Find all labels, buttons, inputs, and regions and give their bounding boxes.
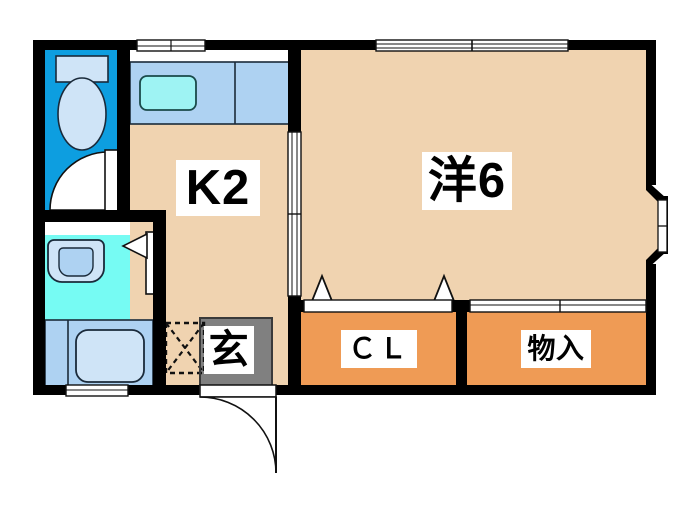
wall-wet-right-upper bbox=[117, 40, 130, 222]
toilet-bowl bbox=[57, 77, 107, 151]
bath-door-swing bbox=[121, 232, 148, 260]
wall-between-toilet-bath bbox=[33, 210, 166, 222]
entrance-door-swing bbox=[199, 396, 277, 474]
toilet-door-swing bbox=[49, 151, 109, 211]
closet-sliding-doors[interactable] bbox=[303, 299, 453, 313]
wall-kitchen-western-lower bbox=[288, 296, 301, 395]
kitchen-sink bbox=[139, 75, 197, 111]
wall-wet-right-lower bbox=[153, 222, 166, 395]
wash-basin-inner bbox=[58, 247, 94, 277]
wall-right-lower bbox=[646, 264, 656, 395]
room-label-closet: ＣＬ bbox=[341, 330, 417, 368]
wall-kitchen-western-upper bbox=[288, 40, 301, 132]
shoe-box-x2 bbox=[165, 322, 205, 374]
entrance-door-threshold bbox=[199, 384, 277, 398]
toilet-door-leaf bbox=[104, 149, 120, 213]
wall-between-closets bbox=[456, 300, 467, 395]
room-label-kitchen: K2 bbox=[176, 160, 260, 216]
room-label-storage: 物入 bbox=[521, 330, 591, 368]
storage-sliding-doors[interactable] bbox=[469, 299, 647, 313]
bathtub bbox=[75, 329, 145, 383]
wall-right-upper bbox=[646, 40, 656, 185]
room-label-western: 洋6 bbox=[422, 152, 512, 210]
room-label-genkan: 玄 bbox=[204, 326, 254, 374]
